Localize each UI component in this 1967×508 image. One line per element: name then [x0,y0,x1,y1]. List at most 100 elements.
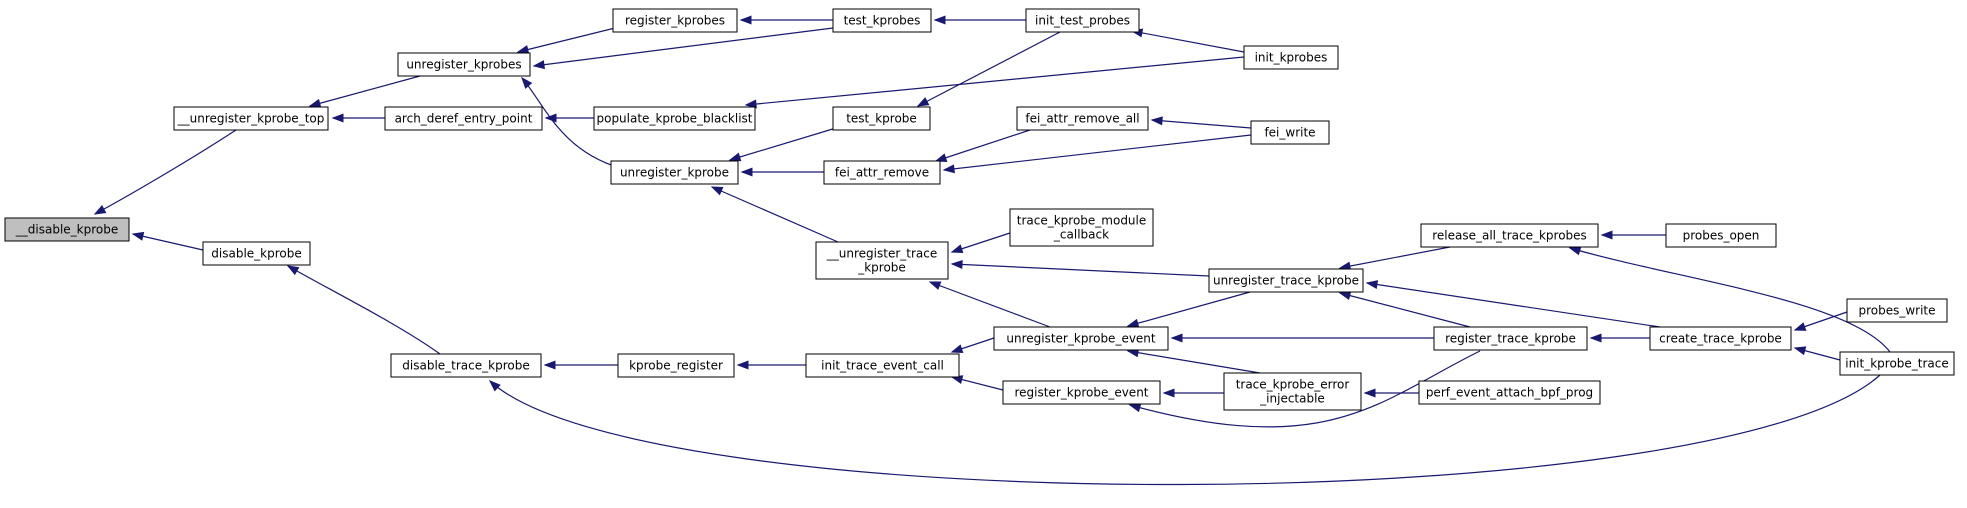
graph-node-arch-deref-entry-point[interactable]: arch_deref_entry_point [384,106,543,131]
graph-edge [1365,280,1661,328]
graph-edge [544,113,594,123]
graph-edge [1793,346,1841,361]
node-label: create_trace_kprobe [1659,332,1782,346]
node-label: trace_kprobe_error [1236,378,1350,392]
edge-arrowhead [544,113,557,123]
node-box [993,326,1169,351]
graph-edge [532,27,834,70]
edge-arrowhead [736,360,749,370]
node-box [805,353,960,378]
edge-arrowhead [1589,333,1602,343]
node-box [173,106,329,131]
node-box [1208,268,1364,293]
graph-edge [1568,246,1891,353]
edge-line [309,75,421,107]
graph-edge [516,27,616,54]
graph-edge [1600,230,1666,240]
graph-node-disable-trace-kprobe[interactable]: disable_trace_kprobe [390,353,542,378]
node-box [1009,208,1154,247]
node-label: disable_kprobe [211,247,301,261]
edge-arrowhead [1126,318,1140,328]
node-box [1243,45,1339,70]
node-label: test_kprobes [844,14,921,28]
graph-node-fei-attr-remove-all[interactable]: fei_attr_remove_all [1016,106,1149,131]
graph-edge [1589,333,1650,343]
node-label: unregister_trace_kprobe [1213,274,1359,288]
edge-arrowhead [1365,280,1379,290]
edge-line [711,186,839,243]
graph-node-create-trace-kprobe[interactable]: create_trace_kprobe [1649,326,1792,351]
graph-node-perf-event-attach-bpf-prog[interactable]: perf_event_attach_bpf_prog [1418,380,1601,405]
edge-line [94,129,237,215]
graph-node-init-test-probes[interactable]: init_test_probes [1025,8,1140,33]
graph-edge [286,265,441,355]
edge-arrowhead [1162,388,1175,398]
node-label: unregister_kprobes [406,58,521,72]
graph-node-register-trace-kprobe[interactable]: register_trace_kprobe [1433,326,1588,351]
edge-line [929,281,1051,328]
graph-node-register-kprobe-event[interactable]: register_kprobe_event [1002,380,1161,405]
edge-line [1151,119,1252,129]
node-box [4,217,130,242]
edge-arrowhead [532,60,545,70]
graph-node-unregister-kprobe[interactable]: unregister_kprobe [610,160,739,185]
graph-edge [933,15,1026,25]
graph-edge [521,76,621,169]
graph-edge [950,259,1210,277]
graph-node-fei-attr-remove[interactable]: fei_attr_remove [823,160,941,185]
graph-edge [710,186,839,243]
graph-node-kprobe-register[interactable]: kprobe_register [617,353,735,378]
edge-line [517,27,616,53]
graph-node-unregister-kprobe-top[interactable]: __unregister_kprobe_top [173,106,329,131]
node-label: arch_deref_entry_point [395,112,533,126]
node-box [390,353,542,378]
edge-line [935,129,1031,162]
graph-node-probes-open[interactable]: probes_open [1665,223,1777,248]
node-label: probes_write [1858,304,1935,318]
graph-edge [728,127,837,162]
node-label: probes_open [1683,229,1760,243]
node-box [1665,223,1777,248]
graph-node-disable-kprobe[interactable]: disable_kprobe [202,241,311,266]
graph-node-probes-write[interactable]: probes_write [1846,298,1948,323]
graph-node-populate-kprobe-blacklist[interactable]: populate_kprobe_blacklist [593,106,756,131]
graph-edge [93,129,237,215]
graph-edge [543,360,618,370]
node-label: __unregister_trace [826,247,937,261]
graph-node-init-kprobe-trace[interactable]: init_kprobe_trace [1839,351,1955,376]
edge-arrowhead [521,76,533,89]
node-label: register_trace_kprobe [1445,332,1576,346]
graph-node-trace-kprobe-module-callback[interactable]: trace_kprobe_module_callback [1009,208,1154,247]
graph-node-register-kprobes[interactable]: register_kprobes [612,8,738,33]
graph-node-unregister-kprobes[interactable]: unregister_kprobes [397,52,531,77]
edge-line [287,265,441,355]
graph-node-unregister-trace-kprobe[interactable]: unregister_trace_kprobe [1208,268,1364,293]
graph-node-init-kprobes[interactable]: init_kprobes [1243,45,1339,70]
edge-line [489,374,1881,486]
graph-node-init-trace-event-call[interactable]: init_trace_event_call [805,353,960,378]
node-box [1418,380,1601,405]
node-box [1223,372,1362,411]
graph-node-test-kprobes[interactable]: test_kprobes [832,8,932,33]
graph-node-test-kprobe[interactable]: test_kprobe [832,106,931,131]
graph-node-unregister-trace-kprobe-internal[interactable]: __unregister_trace_kprobe [815,241,949,280]
node-label: register_kprobes [625,14,725,28]
edge-line [1129,350,1481,428]
edge-arrowhead [942,164,955,174]
graph-node-disable-kprobe-internal[interactable]: __disable_kprobe [4,217,130,242]
edge-line [521,77,621,169]
node-box [823,160,941,185]
graph-node-trace-kprobe-error-injectable[interactable]: trace_kprobe_error_injectable [1223,372,1362,411]
nodes-layer: __disable_kprobe __unregister_kprobe_topd… [4,8,1955,411]
edge-arrowhead [728,152,742,162]
graph-node-release-all-trace-kprobes[interactable]: release_all_trace_kprobes [1420,223,1599,248]
node-box [1433,326,1588,351]
graph-edge [1793,311,1848,331]
graph-node-fei-write[interactable]: fei_write [1250,120,1330,145]
graph-node-unregister-kprobe-event[interactable]: unregister_kprobe_event [993,326,1169,351]
node-label: register_kprobe_event [1014,386,1148,400]
edge-arrowhead [1338,291,1352,301]
edge-arrowhead [744,99,757,109]
edge-arrowhead [710,186,724,196]
edge-arrowhead [131,231,145,241]
